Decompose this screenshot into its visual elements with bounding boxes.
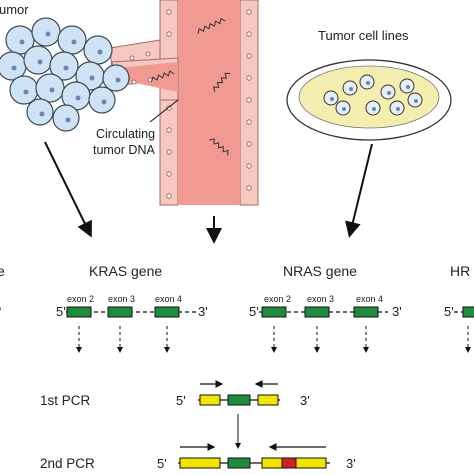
first-pcr-exon [227, 394, 251, 406]
first-pcr-label: 1st PCR [40, 393, 91, 408]
gene-label-kras: KRAS gene [89, 263, 162, 279]
blood-vessel [109, 0, 259, 206]
left-strand-remnant: ' [0, 305, 1, 319]
nras-exon2-box [261, 306, 287, 318]
tumor-cluster [0, 17, 130, 132]
first-pcr-primer-left [199, 394, 221, 406]
circulating-dna-fragments [150, 17, 231, 156]
second-pcr-exon [227, 457, 251, 469]
cultured-cell-nuclei [330, 81, 418, 111]
ctdna-pointer-line [149, 99, 179, 123]
second-pcr-five-prime: 5' [157, 456, 167, 471]
hras-strand-partial: 5' [444, 304, 474, 319]
tumor-cell-lines-label: Tumor cell lines [318, 28, 409, 43]
kras-exon3-box [107, 306, 133, 318]
second-pcr-primer-mid [261, 457, 283, 469]
exon-to-pcr-arrows [76, 326, 471, 353]
gene-label-partial-right: HR [450, 263, 470, 279]
ctdna-label-line2: tumor DNA [93, 143, 155, 157]
second-pcr-amplicon: 5' 3' [157, 443, 356, 471]
nras-strand: 5' 3' exon 2 exon 3 exon 4 [249, 294, 402, 319]
nras-exon3-box [304, 306, 330, 318]
second-pcr-three-prime: 3' [346, 456, 356, 471]
nras-exon2-label: exon 2 [264, 294, 291, 304]
gene-label-partial-left: e [0, 263, 5, 279]
nras-three-prime: 3' [392, 304, 402, 319]
tumor-nuclei [11, 31, 121, 123]
first-pcr-three-prime: 3' [300, 393, 310, 408]
kras-strand: 5' 3' exon 2 exon 3 exon 4 [56, 294, 208, 319]
ctdna-label-line1: Circulating [96, 127, 155, 141]
nras-exon4-box [353, 306, 379, 318]
first-pcr-primer-right [257, 394, 279, 406]
kras-exon3-label: exon 3 [108, 294, 135, 304]
arrow-celllines-to-genes [345, 143, 373, 238]
mutation-marker [281, 457, 297, 469]
first-pcr-amplicon: 5' 3' [176, 380, 310, 408]
nras-exon4-label: exon 4 [356, 294, 383, 304]
second-pcr-primer-right [295, 457, 327, 469]
petri-dish [286, 59, 452, 141]
gene-label-nras: NRAS gene [283, 263, 357, 279]
nras-exon3-label: exon 3 [307, 294, 334, 304]
tumor-label: umor [0, 2, 29, 17]
first-pcr-five-prime: 5' [176, 393, 186, 408]
second-pcr-primer-left [179, 457, 221, 469]
kras-exon4-box [154, 306, 180, 318]
kras-exon4-label: exon 4 [155, 294, 182, 304]
kras-exon2-box [66, 306, 92, 318]
kras-three-prime: 3' [198, 304, 208, 319]
hras-five-prime: 5' [444, 304, 454, 319]
second-pcr-label: 2nd PCR [40, 456, 95, 471]
nras-five-prime: 5' [249, 304, 259, 319]
kras-exon2-label: exon 2 [67, 294, 94, 304]
arrow-tumor-to-genes [44, 141, 92, 238]
kras-five-prime: 5' [56, 304, 66, 319]
